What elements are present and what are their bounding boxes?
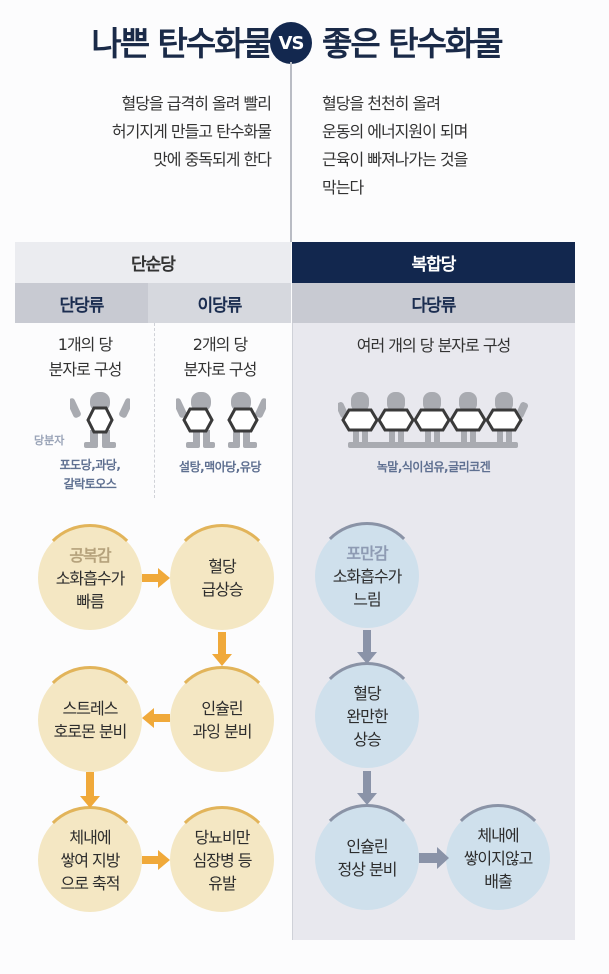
- examples-disaccharide: 설탕,맥아당,유당: [150, 458, 290, 477]
- step-line: 쌓여 지방: [60, 850, 121, 870]
- title-good-carbs: 좋은 탄수화물: [322, 24, 504, 63]
- desc-line: 근육이 빠져나가는 것을: [322, 150, 468, 169]
- step-line: 인슐린: [346, 837, 388, 856]
- step-line: 느림: [353, 589, 381, 609]
- header-monosaccharide: 단당류: [15, 283, 148, 323]
- title-bad-carbs: 나쁜 탄수화물: [91, 24, 273, 63]
- bad-flow-step-6: 당뇨비만 심장병 등 유발: [168, 806, 276, 912]
- arrow-down-icon: [357, 771, 377, 805]
- step-line: 완만한: [346, 706, 388, 726]
- disaccharide-molecule-icon: [176, 392, 266, 448]
- polysaccharide-molecule-icon: [338, 392, 528, 448]
- comp-line: 1개의 당: [57, 335, 113, 354]
- good-flow-step-4: 체내에 쌓이지않고 배출: [444, 804, 552, 910]
- step-line: 심장병 등: [192, 850, 253, 870]
- header-complex-sugar: 복합당: [292, 242, 575, 283]
- step-line: 정상 분비: [337, 860, 398, 879]
- example-line: 포도당,과당,: [59, 458, 121, 472]
- step-line: 으로 축적: [60, 873, 121, 893]
- comp-line: 분자로 구성: [183, 360, 258, 379]
- step-line: 인슐린: [201, 699, 243, 718]
- header-disaccharide: 이당류: [148, 283, 291, 323]
- arrow-down-icon: [357, 630, 377, 664]
- step-line: 당뇨비만: [194, 827, 251, 847]
- step-line: 빠름: [76, 591, 104, 611]
- examples-monosaccharide: 포도당,과당, 갈락토오스: [30, 456, 150, 494]
- composition-polysaccharide: 여러 개의 당 분자로 구성: [292, 333, 575, 358]
- comp-line: 2개의 당: [192, 335, 248, 354]
- column-separator: [154, 323, 155, 498]
- arrow-down-icon: [80, 772, 100, 808]
- step-line: 혈당: [353, 683, 381, 703]
- examples-polysaccharide: 녹말,식이섬유,글리코겐: [292, 458, 575, 477]
- good-flow-step-2: 혈당 완만한 상승: [313, 662, 421, 768]
- step-line: 과잉 분비: [192, 722, 253, 741]
- step-line: 혈당: [208, 557, 236, 576]
- arrow-down-icon: [212, 632, 232, 666]
- monosaccharide-molecule-icon: [70, 392, 130, 448]
- step-line: 호로몬 분비: [53, 722, 128, 741]
- step-line: 상승: [353, 729, 381, 749]
- bad-flow-step-4: 스트레스 호로몬 분비: [36, 666, 144, 772]
- composition-disaccharide: 2개의 당 분자로 구성: [150, 332, 290, 382]
- desc-line: 혈당을 천천히 올려: [322, 94, 441, 113]
- composition-monosaccharide: 1개의 당 분자로 구성: [20, 332, 150, 382]
- good-flow-step-1: 포만감 소화흡수가 느림: [313, 522, 421, 628]
- sugar-molecule-label: 당분자: [34, 434, 65, 447]
- comp-line: 분자로 구성: [48, 360, 123, 379]
- arrow-left-icon: [142, 708, 170, 728]
- step-line: 소화흡수가: [55, 568, 126, 588]
- step-line: 체내에: [69, 827, 111, 847]
- bad-carbs-description: 혈당을 급격히 올려 빨리 허기지게 만들고 탄수화물 맛에 중독되게 한다: [111, 90, 272, 174]
- header-simple-sugar: 단순당: [15, 242, 291, 283]
- center-divider: [290, 62, 292, 242]
- step-line: 체내에: [477, 825, 519, 845]
- step-line: 쌓이지않고: [463, 848, 534, 868]
- step-line: 유발: [208, 873, 236, 893]
- bad-flow-step-5: 체내에 쌓여 지방 으로 축적: [36, 806, 144, 912]
- example-line: 설탕,맥아당,유당: [179, 460, 261, 474]
- desc-line: 허기지게 만들고 탄수화물: [111, 122, 272, 141]
- step-subtitle: 포만감: [346, 543, 388, 563]
- desc-line: 혈당을 급격히 올려 빨리: [121, 94, 272, 113]
- arrow-right-icon: [142, 568, 170, 588]
- step-line: 배출: [484, 871, 512, 891]
- bad-flow-step-3: 인슐린 과잉 분비: [168, 666, 276, 772]
- step-line: 급상승: [201, 580, 243, 599]
- desc-line: 맛에 중독되게 한다: [153, 150, 272, 169]
- vs-badge: VS: [270, 22, 312, 64]
- good-flow-step-3: 인슐린 정상 분비: [313, 804, 421, 910]
- example-line: 갈락토오스: [63, 477, 117, 491]
- good-carbs-description: 혈당을 천천히 올려 운동의 에너지원이 되며 근육이 빠져나가는 것을 막는다: [322, 90, 468, 202]
- step-line: 소화흡수가: [332, 566, 403, 586]
- arrow-right-icon: [142, 850, 170, 870]
- header-polysaccharide: 다당류: [292, 283, 575, 323]
- step-subtitle: 공복감: [69, 545, 111, 565]
- desc-line: 막는다: [322, 178, 364, 197]
- bad-flow-step-2: 혈당 급상승: [168, 524, 276, 630]
- desc-line: 운동의 에너지원이 되며: [322, 122, 468, 141]
- comp-line: 여러 개의 당 분자로 구성: [356, 336, 512, 355]
- bad-flow-step-1: 공복감 소화흡수가 빠름: [36, 524, 144, 630]
- arrow-right-icon: [419, 847, 449, 869]
- step-line: 스트레스: [62, 699, 119, 718]
- example-line: 녹말,식이섬유,글리코겐: [376, 460, 491, 474]
